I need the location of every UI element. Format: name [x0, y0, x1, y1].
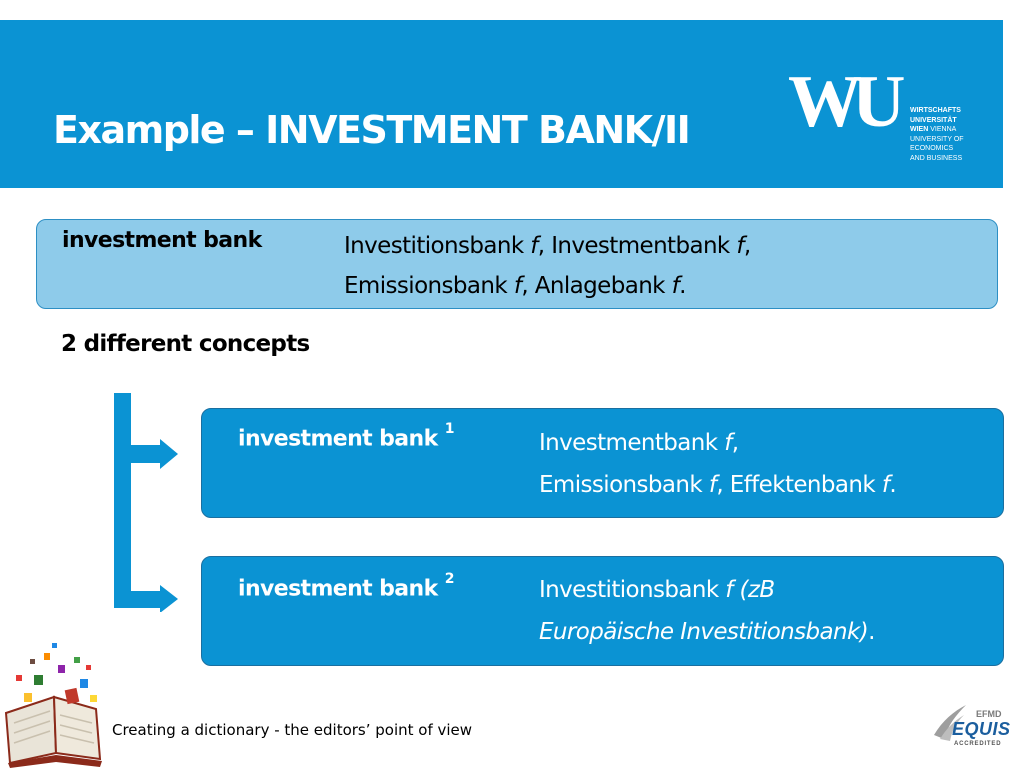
concept-number: 2 — [444, 571, 455, 587]
concept-line-2: Emissionsbank f, Effektenbank f. — [539, 464, 897, 506]
concept-translation: Investmentbank f, Emissionsbank f, Effek… — [539, 422, 897, 506]
translation-word: , Anlagebank — [521, 273, 665, 299]
logo-line: VIENNA — [930, 126, 957, 133]
equis-label: EQUIS — [952, 719, 1011, 739]
gender-marker: f (zB — [725, 577, 775, 603]
punctuation: , — [731, 430, 739, 456]
punctuation: . — [679, 273, 686, 299]
concept-number: 1 — [444, 421, 455, 437]
equis-accreditation-logo: EFMD EQUIS ACCREDITED — [930, 697, 1010, 753]
concept-line-1: Investitionsbank f (zB — [539, 569, 875, 611]
logo-line: WIRTSCHAFTS — [910, 107, 961, 114]
header-bar: Example – INVESTMENT BANK/II WU WIRTSCHA… — [0, 20, 1003, 188]
wu-logo-text: WIRTSCHAFTS UNIVERSITÄT WIEN VIENNA UNIV… — [910, 106, 964, 163]
concept-term: investment bank 2 — [238, 571, 454, 602]
accredited-label: ACCREDITED — [954, 741, 1002, 747]
concept-box-2: investment bank 2 Investitionsbank f (zB… — [201, 556, 1004, 666]
wu-logo-mark: WU — [788, 61, 905, 143]
translation-line-2: Emissionsbank f, Anlagebank f. — [344, 266, 751, 306]
translation-word: Investmentbank — [539, 430, 718, 456]
entry-translation: Investitionsbank f, Investmentbank f, Em… — [344, 226, 751, 306]
footer-text: Creating a dictionary - the editors’ poi… — [112, 721, 473, 739]
bracket-arrows-icon — [114, 393, 178, 612]
gender-marker: f — [881, 472, 890, 498]
translation-word: Investitionsbank — [539, 577, 719, 603]
gender-marker: f — [708, 472, 717, 498]
gender-marker: f — [671, 273, 680, 299]
open-book-with-flying-letters-icon — [4, 643, 102, 768]
translation-word: Emissionsbank — [344, 273, 508, 299]
concept-line-2: Europäische Investitionsbank). — [539, 611, 875, 653]
logo-line: ECONOMICS — [910, 145, 954, 152]
translation-word: Europäische Investitionsbank) — [539, 619, 869, 645]
gender-marker: f — [530, 233, 538, 259]
slide-title: Example – INVESTMENT BANK/II — [53, 108, 691, 152]
translation-line-1: Investitionsbank f, Investmentbank f, — [344, 226, 751, 266]
concept-translation: Investitionsbank f (zB Europäische Inves… — [539, 569, 875, 653]
concept-term: investment bank 1 — [238, 421, 454, 452]
concept-term-text: investment bank — [238, 576, 438, 602]
logo-line: AND BUSINESS — [910, 154, 963, 162]
logo-line: WIEN — [910, 126, 929, 133]
concept-term-text: investment bank — [238, 426, 438, 452]
wu-logo: WU WIRTSCHAFTS UNIVERSITÄT WIEN VIENNA U… — [788, 62, 978, 168]
concept-box-1: investment bank 1 Investmentbank f, Emis… — [201, 408, 1004, 518]
logo-line: UNIVERSITY OF — [910, 135, 964, 143]
translation-word: Emissionsbank — [539, 472, 703, 498]
entry-term: investment bank — [62, 228, 262, 253]
translation-word: , Effektenbank — [716, 472, 876, 498]
gender-marker: f — [513, 273, 522, 299]
concepts-subheading: 2 different concepts — [61, 331, 310, 357]
gender-marker: f — [724, 430, 732, 456]
punctuation: . — [889, 472, 897, 498]
logo-line: UNIVERSITÄT — [910, 116, 957, 124]
concept-line-1: Investmentbank f, — [539, 422, 896, 464]
translation-word: Investitionsbank — [344, 233, 524, 259]
equis-swoosh-icon — [934, 705, 966, 741]
punctuation: , — [743, 233, 751, 259]
punctuation: . — [868, 619, 875, 645]
entry-box: investment bank Investitionsbank f, Inve… — [36, 219, 998, 309]
gender-marker: f — [736, 233, 744, 259]
translation-word: , Investmentbank — [537, 233, 730, 259]
efmd-label: EFMD — [976, 709, 1002, 719]
